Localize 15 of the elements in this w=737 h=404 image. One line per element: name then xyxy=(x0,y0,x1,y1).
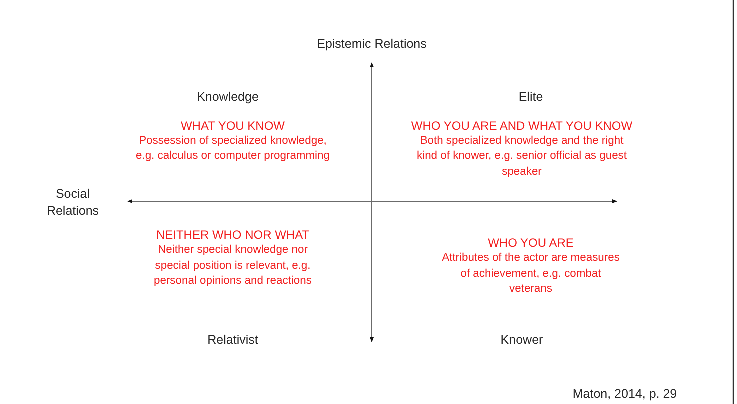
quadrant-label: Elite xyxy=(518,89,544,105)
quadrant-heading: WHO YOU ARE xyxy=(487,236,575,250)
quadrant-description: Both specialized knowledge and the right kind of knower, e.g. senior official as guest speaker xyxy=(416,134,628,180)
quadrant-heading: WHO YOU ARE AND WHAT YOU KNOW xyxy=(410,118,634,134)
quadrant-description: Neither special knowledge nor special position is relevant, e.g. personal opinions and reactions xyxy=(153,243,313,289)
citation: Maton, 2014, p. 29 xyxy=(572,387,678,401)
quadrant-label: Knower xyxy=(500,332,544,348)
quadrant-description: Attributes of the actor are measures of achievement, e.g. combat veterans xyxy=(441,251,621,297)
axis-title: Epistemic Relations xyxy=(316,36,428,52)
axis-title: Social Relations xyxy=(46,186,100,220)
quadrant-description: Possession of specialized knowledge, e.g. calculus or computer programming xyxy=(134,134,331,164)
quadrant-label: Relativist xyxy=(206,332,260,348)
quadrant-label: Knowledge xyxy=(196,89,260,105)
quadrant-heading: NEITHER WHO NOR WHAT xyxy=(155,228,311,242)
quadrant-heading: WHAT YOU KNOW xyxy=(180,118,286,134)
